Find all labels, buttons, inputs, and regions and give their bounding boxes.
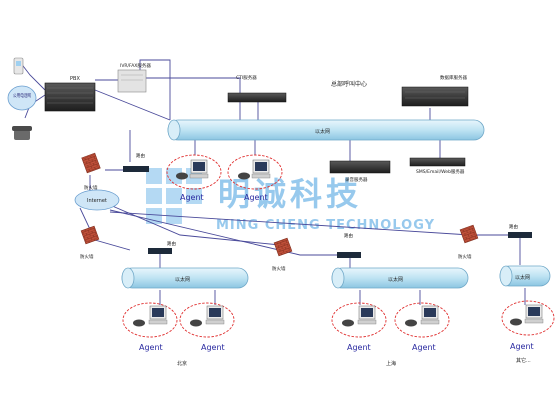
cti-node: CTI服务器	[227, 74, 287, 103]
other-firewall-label: 防火墙	[458, 253, 472, 260]
firewall-icon	[459, 224, 479, 244]
recorder-server-icon	[329, 160, 391, 174]
other-agent-label: Agent	[510, 342, 534, 351]
beijing-bus-label: 以太网	[175, 276, 190, 283]
branch-shanghai-label: 上海	[386, 360, 396, 367]
watermark-squares	[146, 168, 202, 224]
internet-label: Internet	[87, 198, 107, 204]
beijing-agent-1-label: Agent	[139, 343, 163, 352]
computer-icon	[251, 159, 271, 179]
phone-icon	[176, 172, 188, 180]
agent-ring	[331, 302, 387, 338]
shanghai-firewall-label: 防火墙	[272, 265, 286, 272]
beijing-agent-2-label: Agent	[201, 343, 225, 352]
shanghai-router: 路由	[337, 232, 361, 258]
sms-server-icon	[409, 157, 466, 167]
hq-firewall-label: 防火墙	[84, 184, 98, 191]
desk-phone-icon	[12, 126, 32, 140]
shanghai-agent-2: Agent	[394, 302, 450, 352]
other-firewall: 防火墙	[458, 224, 479, 260]
shanghai-bus-label: 以太网	[388, 276, 403, 283]
pbx-label: PBX	[70, 76, 80, 82]
hq-agent-2: Agent	[227, 154, 283, 202]
other-bus-label: 以太网	[515, 274, 530, 281]
shanghai-router-label: 路由	[344, 232, 353, 239]
router-icon	[123, 166, 149, 172]
pbx-node: PBX	[44, 76, 96, 112]
phone-icon	[405, 319, 417, 327]
other-router: 路由	[508, 223, 532, 238]
main-ethernet-bus: 以太网	[167, 119, 485, 141]
watermark-cn: 明诚科技	[218, 175, 362, 213]
beijing-router: 路由	[148, 240, 176, 254]
beijing-agent-1: Agent	[122, 302, 178, 352]
branch-other-label: 其它...	[516, 357, 531, 364]
shanghai-agent-1-label: Agent	[347, 343, 371, 352]
main-bus-label: 以太网	[315, 128, 330, 135]
internet-node: Internet	[74, 189, 120, 211]
db-server-icon	[401, 86, 469, 107]
router-icon	[337, 252, 361, 258]
shanghai-agent-2-label: Agent	[412, 343, 436, 352]
agent-ring	[501, 300, 555, 336]
beijing-firewall: 防火墙	[80, 225, 100, 260]
agent-ring	[394, 302, 450, 338]
beijing-ethernet-bus: 以太网	[121, 267, 249, 289]
ivr-label: IVR/FAX服务器	[120, 62, 151, 69]
hq-agent-1: Agent	[166, 154, 222, 202]
shanghai-firewall: 防火墙	[272, 237, 293, 272]
hq-router-node: 路由	[123, 152, 149, 172]
db-label: 数据库服务器	[440, 74, 467, 81]
shanghai-agent-1: Agent	[331, 302, 387, 352]
pstn-cloud-icon	[7, 85, 37, 111]
hq-agent-1-label: Agent	[180, 193, 204, 202]
agent-ring	[166, 154, 222, 190]
pstn-label: 公用电话网	[13, 92, 31, 99]
agent-ring	[122, 302, 178, 338]
agent-ring	[227, 154, 283, 190]
firewall-icon	[80, 225, 100, 245]
phone-icon	[133, 319, 145, 327]
shanghai-ethernet-bus: 以太网	[331, 267, 469, 289]
internet-cloud-icon	[74, 189, 120, 211]
phone-icon	[342, 319, 354, 327]
other-router-label: 路由	[509, 223, 518, 230]
hq-router-label: 路由	[136, 152, 145, 159]
hq-agent-2-label: Agent	[244, 193, 268, 202]
router-icon	[148, 248, 172, 254]
branch-beijing-label: 北京	[177, 360, 187, 367]
pbx-server-icon	[44, 82, 96, 112]
firewall-icon	[81, 152, 101, 174]
pstn-node: 公用电话网	[7, 57, 37, 140]
agent-ring	[179, 302, 235, 338]
hq-firewall-node: 防火墙	[81, 152, 101, 191]
cti-label: CTI服务器	[236, 74, 257, 81]
recorder-node: 录音服务器	[329, 160, 391, 183]
phone-icon	[238, 172, 250, 180]
ivr-node: IVR/FAX服务器	[117, 62, 151, 93]
beijing-router-label: 路由	[167, 240, 176, 247]
beijing-agent-2: Agent	[179, 302, 235, 352]
db-node: 数据库服务器	[401, 74, 469, 107]
recorder-label: 录音服务器	[345, 176, 368, 183]
other-agent: Agent	[501, 300, 555, 351]
computer-icon	[189, 159, 209, 179]
sms-label: SMS/Email/Web服务器	[416, 168, 465, 175]
diagram-title: 总部呼叫中心	[331, 80, 367, 88]
firewall-icon	[273, 237, 293, 257]
beijing-firewall-label: 防火墙	[80, 253, 94, 260]
ivr-server-icon	[117, 69, 147, 93]
phone-icon	[510, 318, 522, 326]
router-icon	[508, 232, 532, 238]
cti-server-icon	[227, 92, 287, 103]
phone-icon	[190, 319, 202, 327]
sms-node: SMS/Email/Web服务器	[409, 157, 466, 175]
other-ethernet-bus: 以太网	[499, 265, 551, 287]
